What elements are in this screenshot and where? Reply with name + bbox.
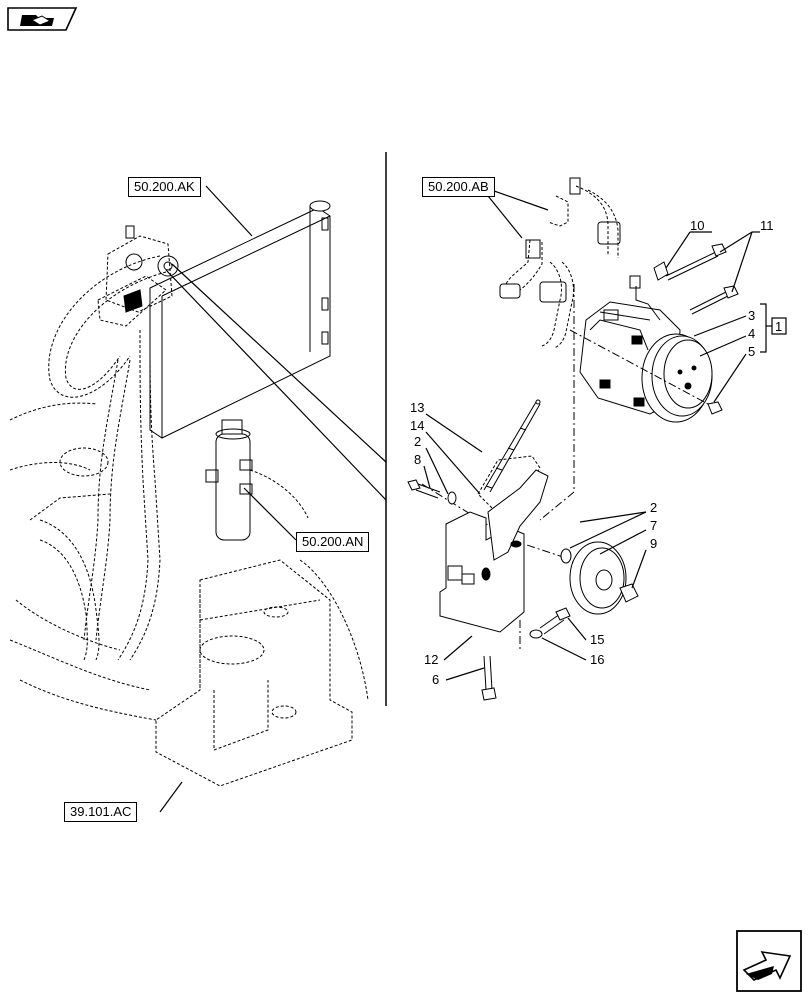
compressor-exploded-view xyxy=(407,177,772,701)
reference-39-101-ac[interactable]: 39.101.AC xyxy=(64,802,138,822)
component-folder-icon[interactable] xyxy=(6,6,78,32)
callout-15: 15 xyxy=(590,632,604,647)
callout-9: 9 xyxy=(650,536,657,551)
callout-7: 7 xyxy=(650,518,657,533)
reference-50-200-an[interactable]: 50.200.AN xyxy=(296,532,370,552)
callout-labels: 10 11 3 4 5 13 14 2 8 2 7 9 15 16 12 6 1 xyxy=(410,218,787,687)
reference-50-200-ak[interactable]: 50.200.AK xyxy=(128,177,201,197)
callout-1: 1 xyxy=(775,319,782,334)
callout-14: 14 xyxy=(410,418,424,433)
callout-4: 4 xyxy=(748,326,755,341)
callout-12: 12 xyxy=(424,652,438,667)
callout-2-left: 2 xyxy=(414,434,421,449)
callout-2-right: 2 xyxy=(650,500,657,515)
callout-1-box xyxy=(771,317,787,335)
callout-13: 13 xyxy=(410,400,424,415)
reference-50-200-ab[interactable]: 50.200.AB xyxy=(422,177,495,197)
callout-16: 16 xyxy=(590,652,604,667)
vehicle-context-illustration xyxy=(9,185,387,813)
callout-3: 3 xyxy=(748,308,755,323)
callout-10: 10 xyxy=(690,218,704,233)
next-page-arrow-icon[interactable] xyxy=(736,930,802,992)
callout-6: 6 xyxy=(432,672,439,687)
callout-8: 8 xyxy=(414,452,421,467)
callout-11: 11 xyxy=(760,218,774,233)
callout-5: 5 xyxy=(748,344,755,359)
